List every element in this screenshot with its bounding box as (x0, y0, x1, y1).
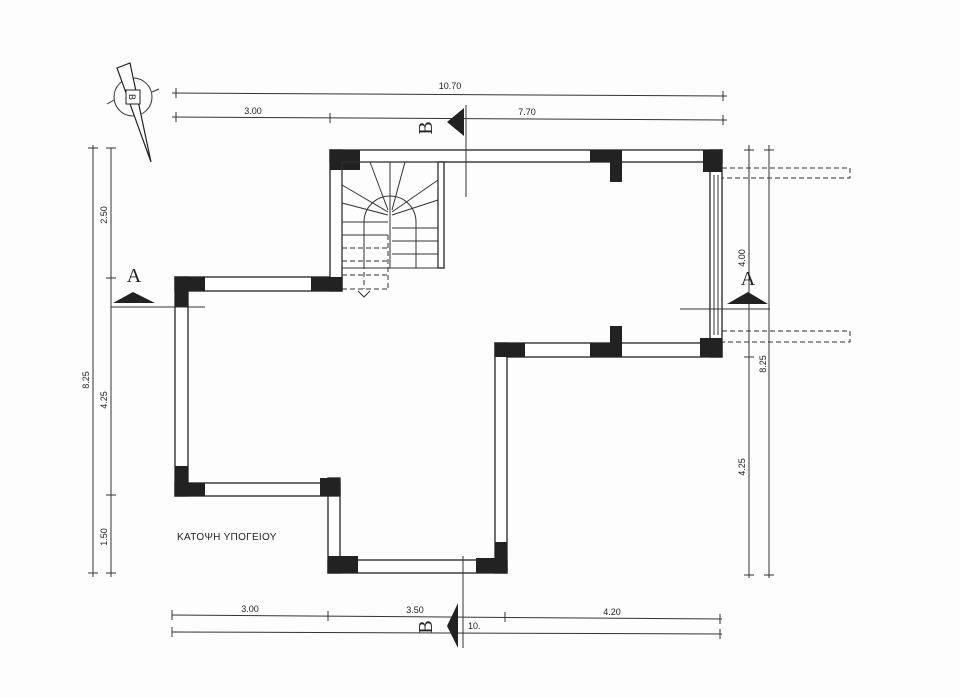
window (713, 175, 719, 335)
section-marker-b-top (447, 105, 467, 197)
section-label-a-right: A (741, 268, 756, 290)
walls (174, 149, 723, 574)
left-middle-dimension: 4.25 (99, 391, 109, 409)
top-left-dimension: 3.00 (244, 106, 262, 116)
staircase (341, 161, 439, 298)
section-marker-a-right (680, 292, 770, 310)
plan-title: ΚΑΤΟΨΗ ΥΠΟΓΕΙΟΥ (177, 532, 277, 543)
bottom-dimension-lines (171, 610, 723, 639)
bottom-left-dimension: 3.00 (241, 604, 259, 614)
bottom-middle-dimension: 3.50 (406, 605, 424, 615)
top-total-dimension: 10.70 (439, 81, 462, 91)
section-marker-a-left (111, 292, 205, 308)
balcony-outline (722, 167, 851, 343)
left-top-dimension: 2.50 (99, 206, 109, 224)
left-dimension-lines (88, 145, 116, 577)
section-label-b-top: B (415, 121, 437, 134)
left-bottom-dimension: 1.50 (99, 528, 109, 546)
stair-direction-arrow-icon (357, 290, 371, 298)
top-right-dimension: 7.70 (518, 107, 536, 117)
bottom-right-dimension: 4.20 (603, 607, 621, 617)
right-bottom-dimension: 4.25 (737, 458, 747, 476)
north-arrow-icon (106, 62, 160, 163)
north-label: B (127, 94, 137, 100)
right-top-dimension: 4.00 (737, 249, 747, 267)
bottom-total-dimension: 10. (468, 621, 481, 631)
section-marker-b-bottom (447, 556, 464, 648)
right-total-dimension: 8.25 (758, 355, 768, 373)
section-label-b-bottom: B (415, 620, 437, 633)
top-dimension-lines (171, 88, 728, 125)
right-dimension-lines (744, 145, 774, 578)
section-label-a-left: A (127, 265, 142, 287)
left-total-dimension: 8.25 (81, 371, 91, 389)
